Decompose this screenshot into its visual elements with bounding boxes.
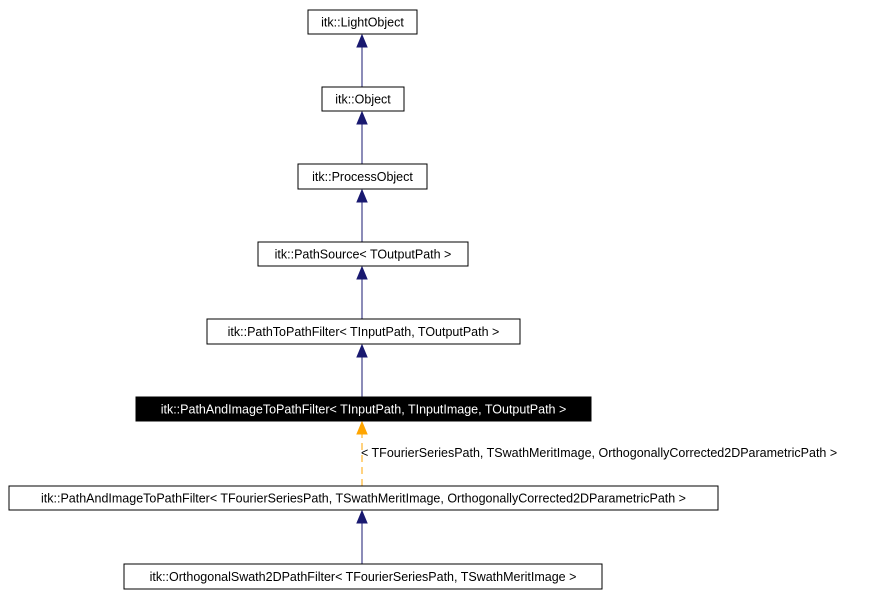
node-pathandimagetopathfilter-instance[interactable]: itk::PathAndImageToPathFilter< TFourierS… — [8, 485, 719, 511]
node-label: itk::Object — [335, 93, 391, 107]
edge-template-instantiation: < TFourierSeriesPath, TSwathMeritImage, … — [356, 420, 837, 486]
node-pathsource[interactable]: itk::PathSource< TOutputPath > — [257, 241, 469, 267]
node-label: itk::OrthogonalSwath2DPathFilter< TFouri… — [150, 570, 577, 584]
edge-pathandimagetopathfilter-to-pathtopathfilter — [356, 343, 368, 397]
node-pathtopathfilter[interactable]: itk::PathToPathFilter< TInputPath, TOutp… — [206, 318, 521, 345]
edge-orthogonalswath-to-pathandimagetopathfilter-inst — [356, 509, 368, 564]
edge-pathtopathfilter-to-pathsource — [356, 265, 368, 319]
edge-processobject-to-object — [356, 110, 368, 164]
node-label: itk::PathToPathFilter< TInputPath, TOutp… — [228, 325, 500, 339]
edge-pathsource-to-processobject — [356, 188, 368, 242]
node-label: itk::ProcessObject — [312, 170, 413, 184]
edge-object-to-lightobject — [356, 33, 368, 87]
template-arguments-label: < TFourierSeriesPath, TSwathMeritImage, … — [361, 446, 837, 460]
node-orthogonalswath2dpathfilter[interactable]: itk::OrthogonalSwath2DPathFilter< TFouri… — [123, 563, 603, 590]
node-lightobject[interactable]: itk::LightObject — [307, 9, 418, 35]
node-label: itk::PathAndImageToPathFilter< TInputPat… — [161, 403, 567, 417]
node-label: itk::PathAndImageToPathFilter< TFourierS… — [41, 492, 686, 506]
node-processobject[interactable]: itk::ProcessObject — [297, 163, 428, 190]
node-label: itk::LightObject — [321, 16, 404, 30]
node-object[interactable]: itk::Object — [321, 86, 405, 112]
node-pathandimagetopathfilter: itk::PathAndImageToPathFilter< TInputPat… — [135, 396, 592, 422]
node-label: itk::PathSource< TOutputPath > — [275, 248, 452, 262]
